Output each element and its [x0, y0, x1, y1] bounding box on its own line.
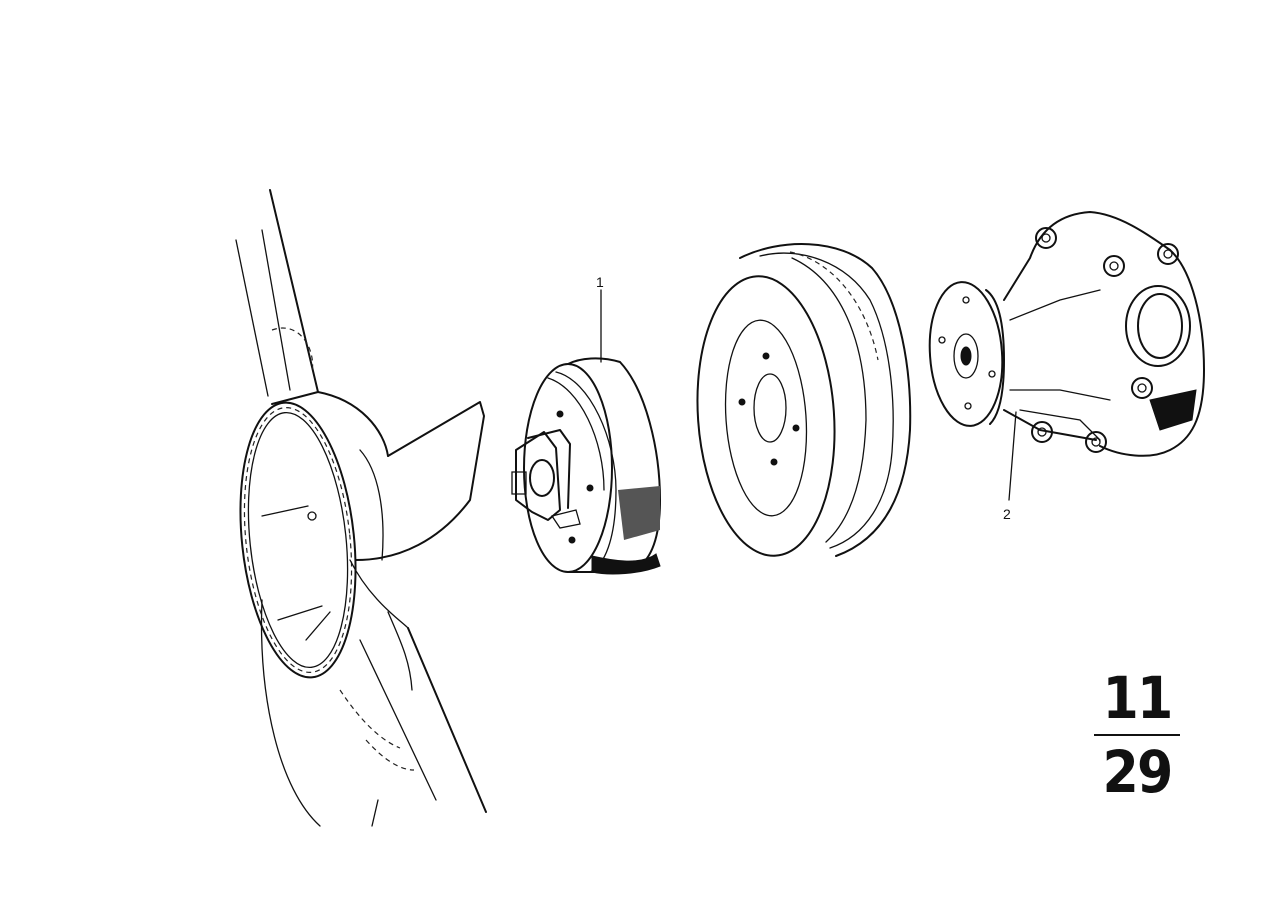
callout-1: 1 — [596, 274, 604, 363]
viscous-fan-clutch — [511, 357, 661, 575]
callout-2: 2 — [1003, 411, 1017, 522]
callout-1-label: 1 — [596, 274, 604, 290]
page-reference-divider — [1094, 734, 1180, 736]
water-pump — [928, 211, 1205, 457]
pulley — [696, 243, 912, 557]
page-reference-page: 29 — [1102, 738, 1173, 806]
callout-2-label: 2 — [1003, 506, 1011, 522]
fan-blade-assembly — [235, 189, 487, 827]
page-reference: 11 29 — [1094, 664, 1180, 806]
page-reference-group: 11 — [1102, 664, 1173, 732]
